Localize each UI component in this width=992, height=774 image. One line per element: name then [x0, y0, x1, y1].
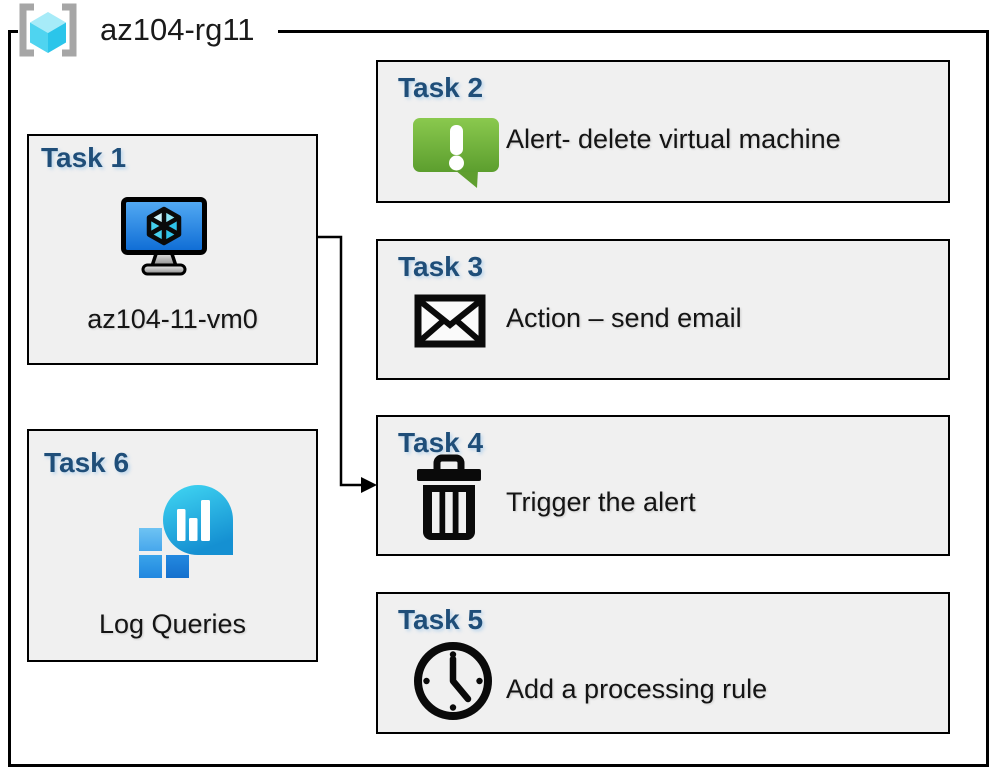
clock-icon: [414, 642, 492, 720]
task-1-title: Task 1: [41, 142, 127, 173]
resource-group-icon: [19, 3, 77, 57]
task-box-6: Task 6 Log Queries: [27, 429, 318, 662]
task-4-title: Task 4: [398, 427, 484, 458]
virtual-machine-icon: [121, 197, 207, 276]
task-6-title: Task 6: [44, 447, 130, 478]
resource-group-header-background: [18, 26, 278, 37]
task-3-label: Action – send email: [506, 303, 742, 333]
trash-delete-icon: [417, 454, 481, 540]
alert-message-icon: [413, 118, 499, 188]
task-5-title: Task 5: [398, 604, 484, 635]
task-3-title: Task 3: [398, 251, 484, 282]
task-4-label: Trigger the alert: [506, 487, 696, 517]
email-envelope-icon: [414, 294, 486, 348]
task-box-3: Task 3 Action – send email: [376, 239, 950, 380]
log-analytics-icon: [139, 485, 233, 578]
resource-group-label: az104-rg11: [100, 12, 255, 47]
task-6-label: Log Queries: [98, 609, 247, 639]
task-2-title: Task 2: [398, 72, 484, 103]
task-5-label: Add a processing rule: [506, 674, 768, 704]
task-1-label: az104-11-vm0: [87, 304, 258, 334]
task-2-label: Alert- delete virtual machine: [506, 124, 841, 154]
